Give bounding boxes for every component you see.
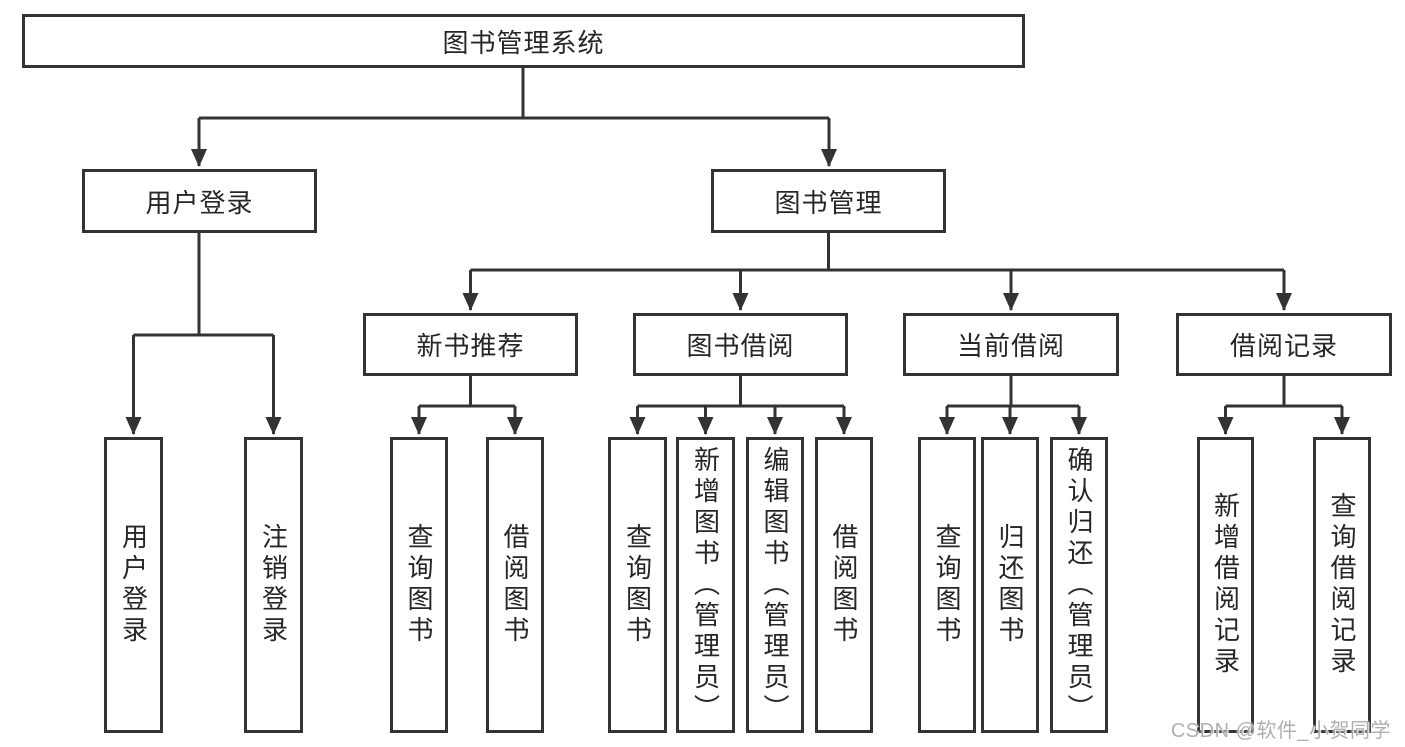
- connector-root-to-level2: [191, 68, 837, 167]
- node-borrow-books-recommend: 借阅图书: [486, 437, 544, 733]
- node-book-management-system: 图书管理系统: [22, 14, 1025, 68]
- node-query-books-recommend: 查询图书: [390, 437, 448, 733]
- node-new-book-recommend: 新书推荐: [363, 313, 578, 376]
- node-label: 新书推荐: [416, 331, 525, 361]
- node-label: 用户登录: [145, 187, 254, 218]
- connector-userlogin-to-leaves: [125, 233, 282, 435]
- node-label: 查询图书: [622, 523, 653, 647]
- node-book-borrowing: 图书借阅: [633, 313, 848, 376]
- node-label: 查询借阅记录: [1327, 492, 1357, 678]
- connector-currentborrow-to-leaves: [939, 376, 1087, 435]
- node-borrow-books-leaf: 借阅图书: [815, 437, 873, 733]
- node-label: 图书借阅: [686, 331, 795, 361]
- node-label: 查询图书: [932, 523, 962, 647]
- node-label: 注销登录: [258, 523, 289, 647]
- node-label: 图书管理: [774, 187, 883, 218]
- node-label: 用户登录: [118, 523, 149, 647]
- node-label: 图书管理系统: [442, 27, 605, 58]
- node-user-login: 用户登录: [82, 169, 317, 233]
- node-label: 归还图书: [995, 523, 1025, 647]
- node-query-books-current: 查询图书: [918, 437, 976, 733]
- connector-bookmgmt-to-level3: [462, 233, 1292, 311]
- node-user-login-leaf: 用户登录: [104, 437, 163, 733]
- node-label: 查询图书: [404, 523, 434, 647]
- connector-bookborrow-to-leaves: [629, 376, 852, 435]
- node-label: 编辑图书（管理员）: [760, 445, 790, 725]
- node-label: 新增图书（管理员）: [690, 445, 721, 725]
- node-label: 确认归还（管理员）: [1064, 445, 1094, 725]
- connector-records-to-leaves: [1217, 376, 1350, 435]
- node-label: 新增借阅记录: [1210, 492, 1241, 678]
- node-logout: 注销登录: [244, 437, 303, 733]
- node-current-borrowing: 当前借阅: [903, 313, 1119, 376]
- node-query-borrow-record: 查询借阅记录: [1313, 437, 1371, 733]
- node-add-borrow-record: 新增借阅记录: [1197, 437, 1254, 733]
- node-return-books: 归还图书: [981, 437, 1039, 733]
- node-label: 当前借阅: [956, 331, 1065, 361]
- node-query-books-borrowing: 查询图书: [608, 437, 667, 733]
- node-edit-books-admin: 编辑图书（管理员）: [746, 437, 804, 733]
- connector-newbook-to-leaves: [411, 376, 523, 435]
- node-label: 借阅图书: [500, 523, 530, 647]
- node-borrowing-records: 借阅记录: [1176, 313, 1392, 376]
- node-label: 借阅图书: [829, 523, 859, 647]
- node-book-management: 图书管理: [711, 169, 946, 233]
- node-confirm-return-admin: 确认归还（管理员）: [1050, 437, 1108, 733]
- node-add-books-admin: 新增图书（管理员）: [676, 437, 735, 733]
- node-label: 借阅记录: [1229, 331, 1338, 361]
- watermark-text: CSDN @软件_小贺同学: [1170, 720, 1391, 742]
